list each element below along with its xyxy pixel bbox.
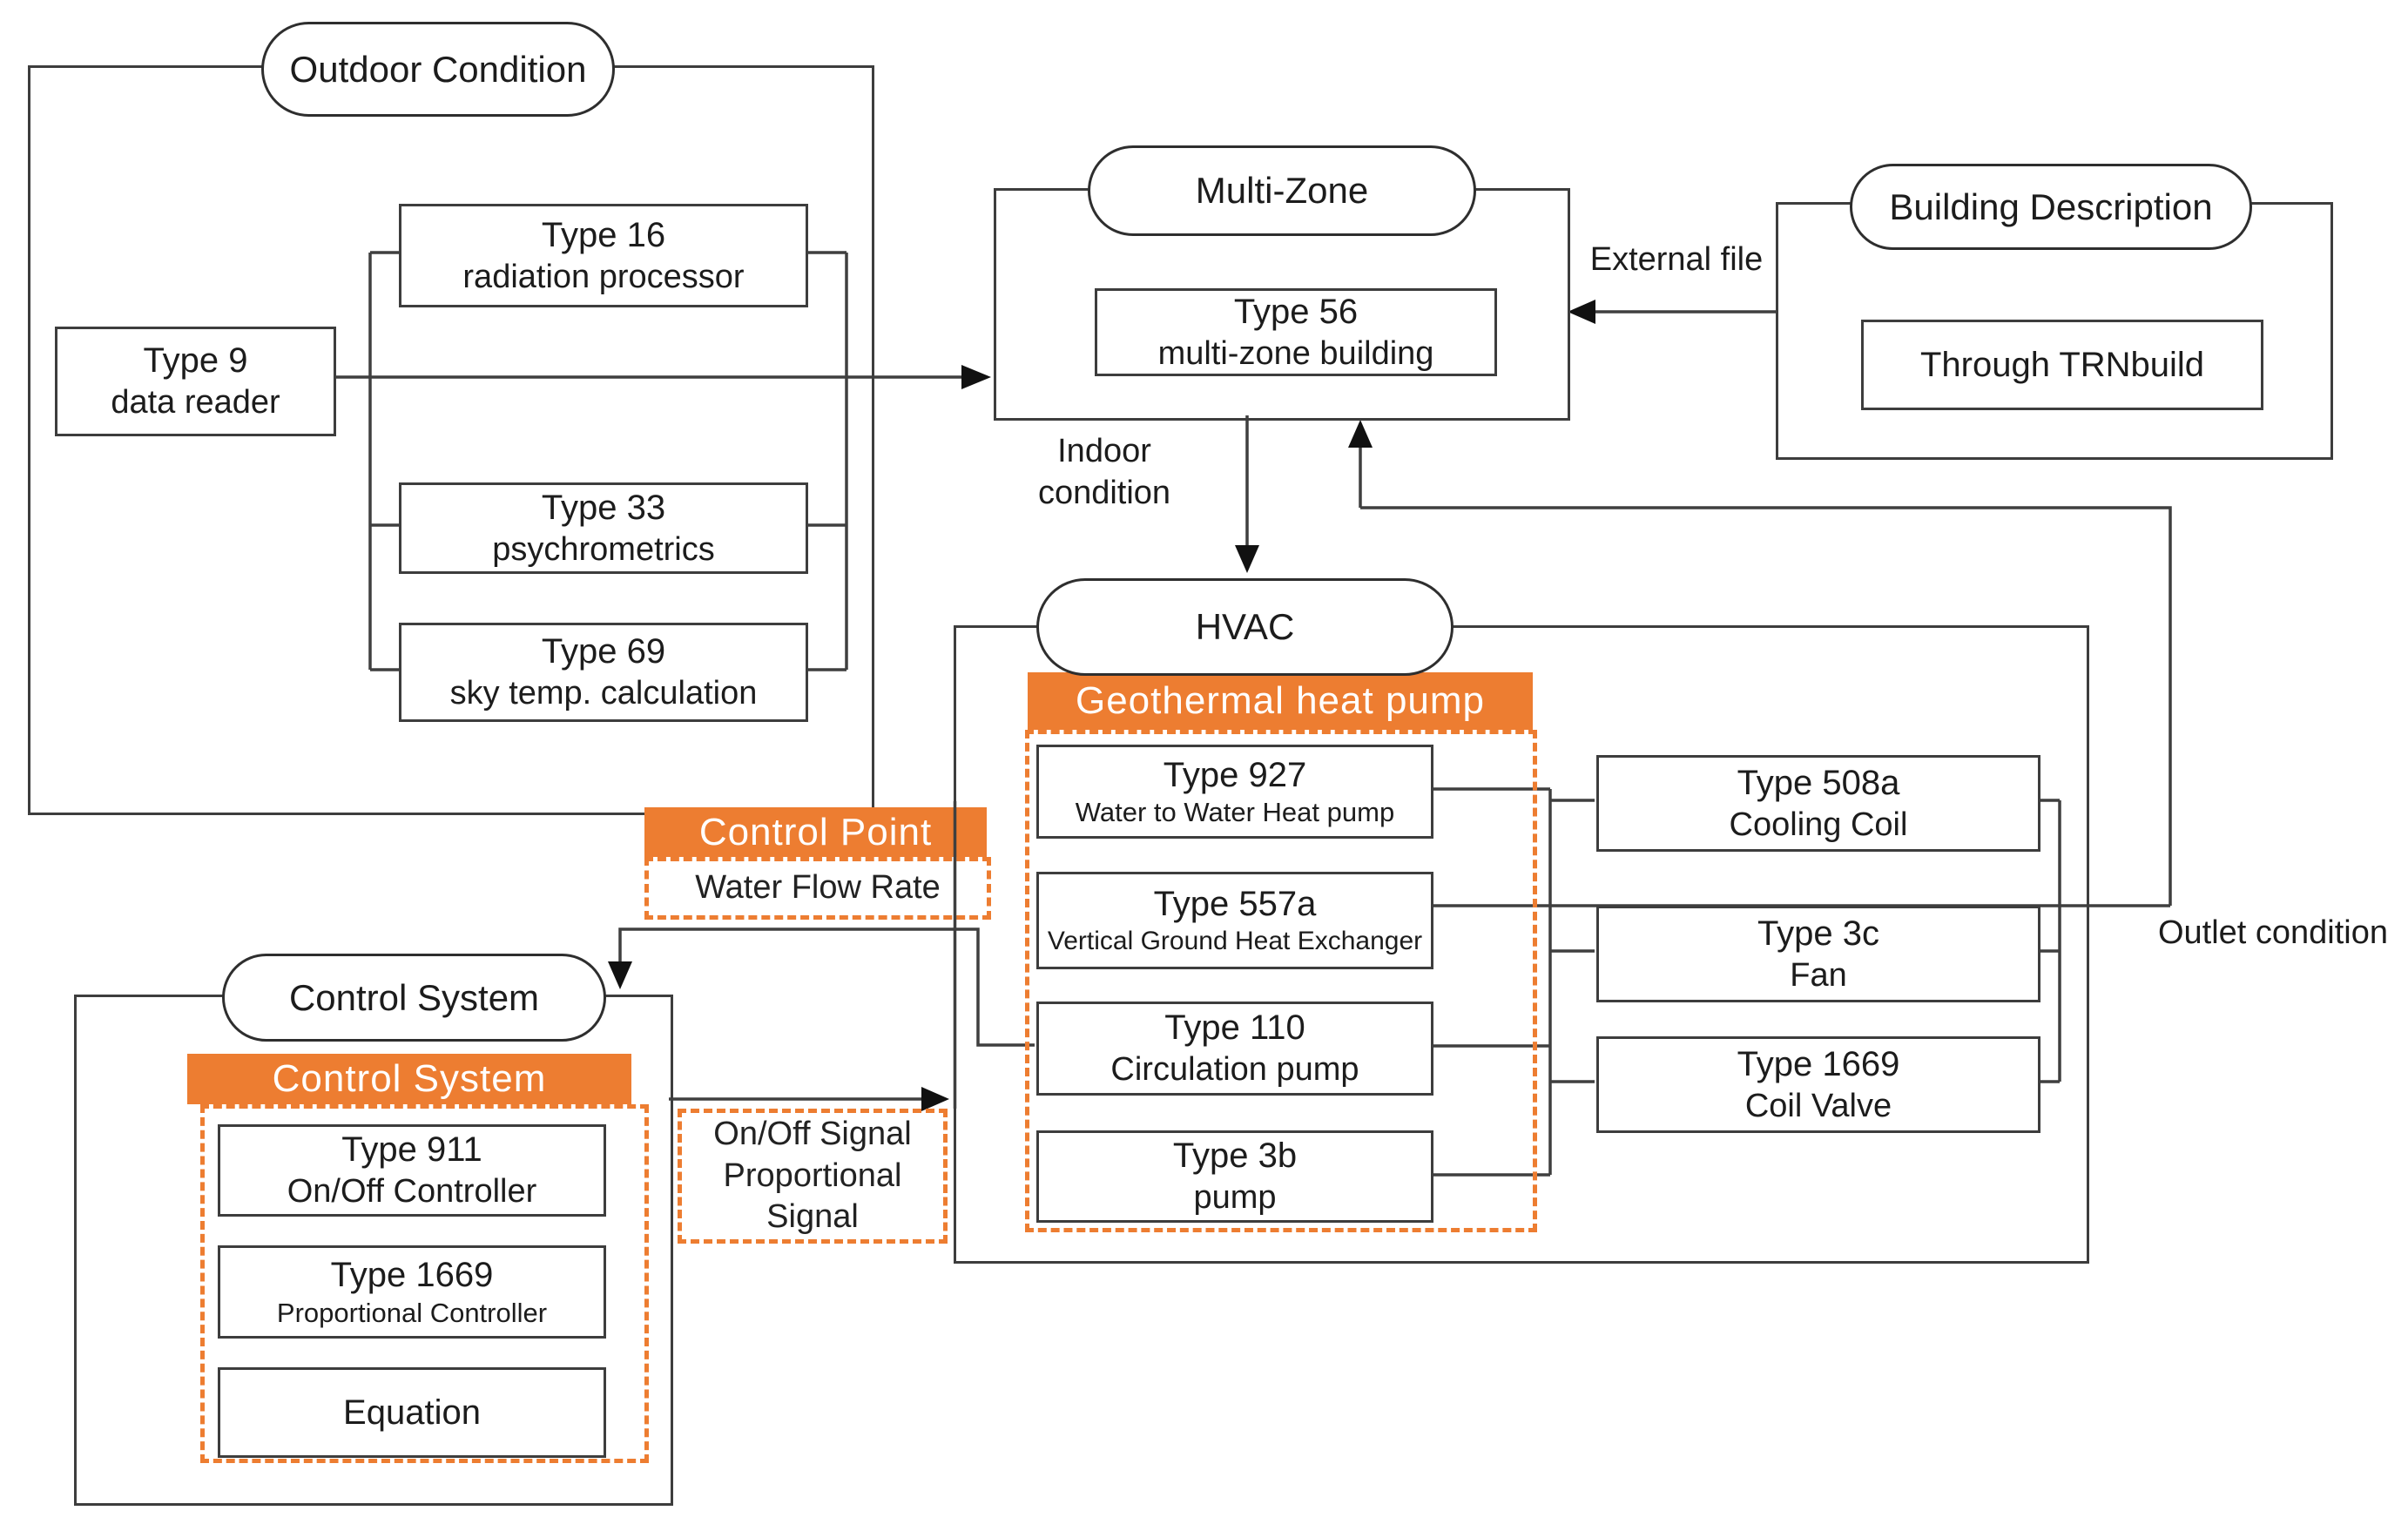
control-system-group-border [200,1104,649,1463]
hvac-title: HVAC [1195,606,1295,647]
outdoor-condition-title: Outdoor Condition [289,48,587,90]
node-type110-circulation-pump: Type 110 Circulation pump [1036,1002,1433,1096]
node-type557a-ground-heat-exchanger: Type 557a Vertical Ground Heat Exchanger [1036,872,1433,969]
multi-zone-pill: Multi-Zone [1088,145,1476,236]
geothermal-group-border [1025,730,1537,1232]
control-point-header: Control Point [644,807,987,857]
onoff-signal-box: On/Off Signal Proportional Signal [678,1109,948,1244]
hvac-pill: HVAC [1036,578,1454,676]
indoor-condition-label: Indoor condition [1037,433,1171,511]
control-system-pill: Control System [222,954,606,1042]
external-file-label: External file [1589,241,1764,278]
node-type1669-proportional-controller: Type 1669 Proportional Controller [218,1245,606,1339]
node-type927-heat-pump: Type 927 Water to Water Heat pump [1036,745,1433,839]
node-type3c-fan: Type 3c Fan [1596,906,2040,1002]
building-description-title: Building Description [1889,185,2213,227]
node-type56-multi-zone-building: Type 56 multi-zone building [1095,288,1497,376]
node-type69-sky-temp: Type 69 sky temp. calculation [399,623,808,722]
node-type911-onoff-controller: Type 911 On/Off Controller [218,1124,606,1217]
outlet-condition-label: Outlet condition [2157,914,2389,951]
node-type3b-pump: Type 3b pump [1036,1130,1433,1223]
geothermal-heat-pump-header: Geothermal heat pump [1028,672,1533,730]
node-type508a-cooling-coil: Type 508a Cooling Coil [1596,755,2040,852]
node-through-trnbuild: Through TRNbuild [1861,320,2263,410]
water-flow-rate-box: Water Flow Rate [644,857,991,920]
control-system-title: Control System [288,976,540,1018]
node-type1669-coil-valve: Type 1669 Coil Valve [1596,1036,2040,1133]
node-type16-radiation-processor: Type 16 radiation processor [399,204,808,307]
multi-zone-title: Multi-Zone [1195,170,1369,211]
control-system-header: Control System [187,1054,631,1104]
outdoor-condition-pill: Outdoor Condition [261,22,615,117]
node-type9-data-reader: Type 9 data reader [55,327,336,436]
node-equation: Equation [218,1367,606,1458]
arrowheads [608,300,1595,1111]
node-type33-psychrometrics: Type 33 psychrometrics [399,482,808,574]
building-description-pill: Building Description [1850,164,2252,250]
